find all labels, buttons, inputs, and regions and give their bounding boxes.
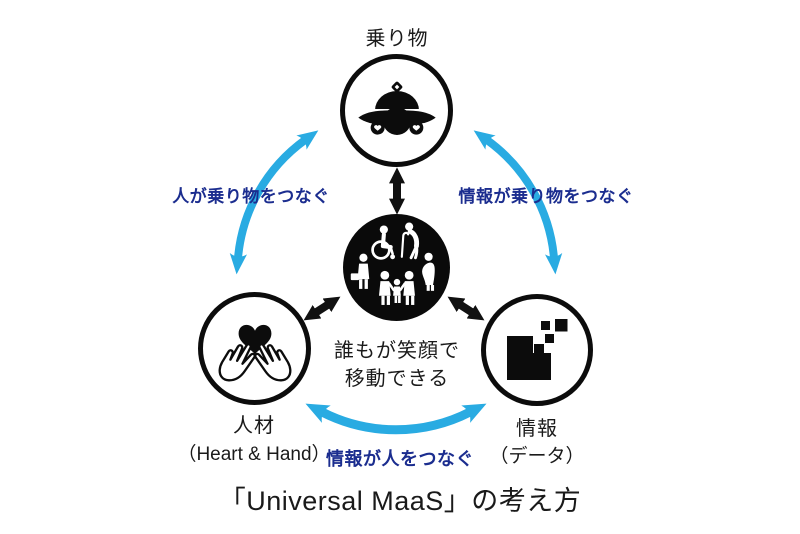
elderly-cane-icon — [400, 222, 420, 260]
connection-label-people-vehicle: 人が乗り物をつなぐ — [172, 187, 330, 206]
connection-label-data-people: 情報が人をつなぐ — [326, 449, 474, 469]
wheelchair-user-icon — [371, 225, 396, 260]
vehicle-icon — [357, 81, 436, 135]
data-sublabel: （データ） — [489, 446, 585, 467]
vehicle-node — [340, 54, 453, 167]
arrow-data-people — [305, 403, 487, 435]
business-person-icon — [350, 253, 370, 289]
arrow-vehicle-data — [473, 130, 563, 275]
data-blocks-icon — [507, 319, 568, 380]
diagram-title: 「Universal MaaS」の考え方 — [218, 486, 582, 516]
center-node — [343, 214, 450, 321]
arrow-center-people — [303, 296, 341, 321]
center-caption: 誰もが笑顔で 移動できる — [334, 337, 460, 393]
data-label: 情報 — [516, 418, 558, 440]
vehicle-label: 乗り物 — [365, 28, 429, 50]
diverse-people-icon — [350, 222, 435, 305]
center-caption-line1: 誰もが笑顔で — [334, 340, 460, 362]
arrow-people-vehicle — [229, 130, 319, 275]
pregnant-woman-icon — [422, 252, 435, 291]
heart-hands-icon — [218, 324, 291, 382]
people-node — [198, 292, 311, 405]
people-label: 人材 — [233, 415, 275, 437]
data-node — [481, 294, 593, 406]
people-sublabel: （Heart & Hand） — [177, 444, 331, 465]
center-caption-line2: 移動できる — [344, 368, 450, 390]
family-icon — [378, 270, 415, 305]
arrow-center-data — [447, 296, 485, 321]
connection-label-data-vehicle: 情報が乗り物をつなぐ — [458, 187, 634, 206]
